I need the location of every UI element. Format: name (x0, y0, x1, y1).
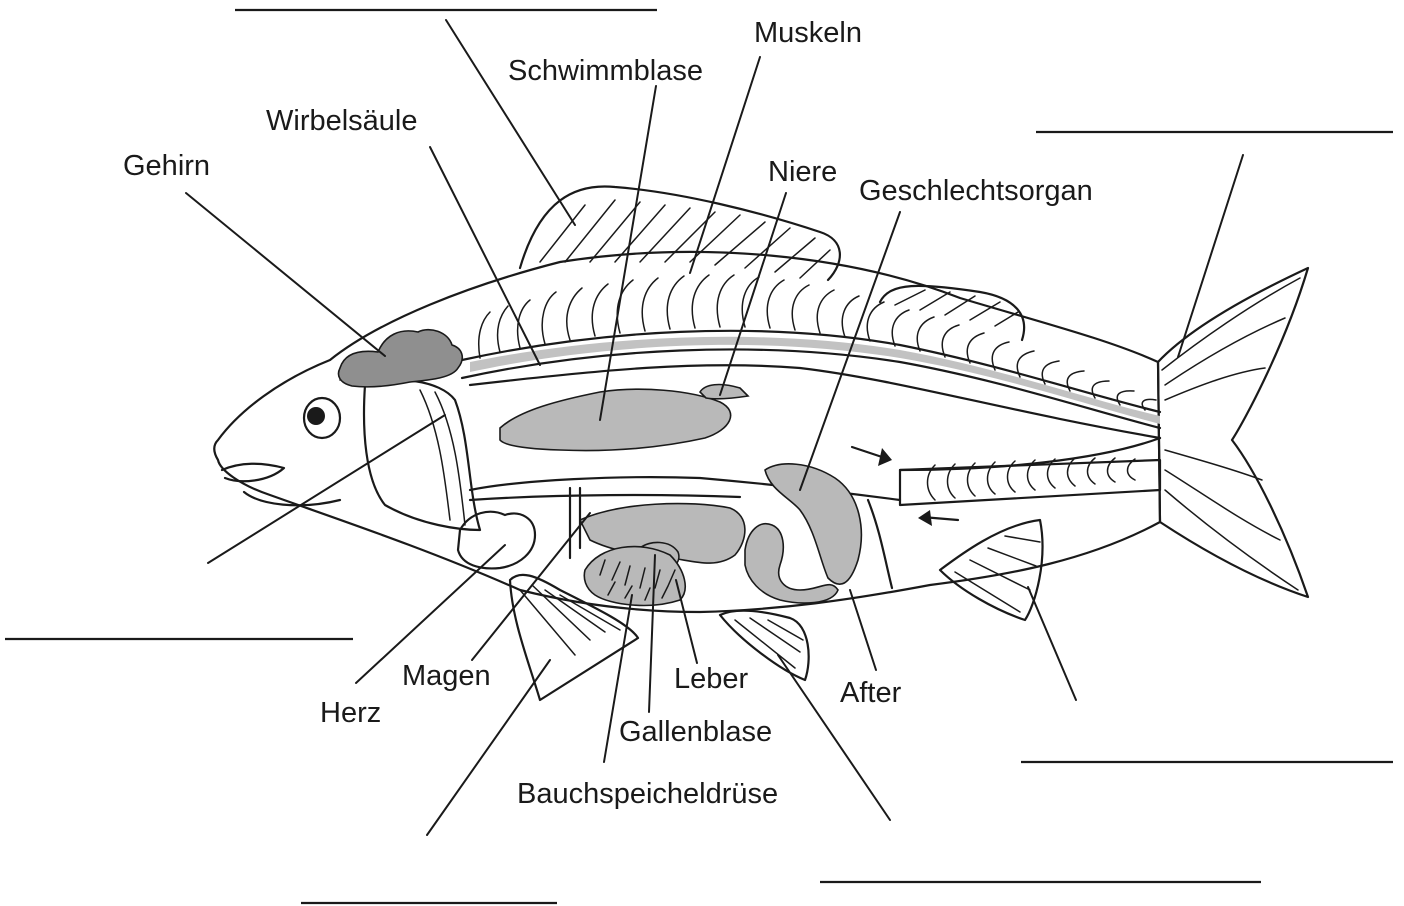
label-herz: Herz (320, 697, 381, 729)
blank-answer-lines (5, 10, 1393, 903)
label-geschlechtsorgan: Geschlechtsorgan (859, 175, 1093, 207)
kidney (700, 385, 748, 399)
dorsal-fin-front (520, 186, 840, 280)
tail-fin (1158, 268, 1308, 597)
heart (458, 512, 535, 569)
label-wirbelsaeule: Wirbelsäule (266, 105, 418, 137)
label-schwimmblase: Schwimmblase (508, 55, 703, 87)
brain (339, 330, 463, 387)
tail-vertebrae (900, 458, 1160, 505)
label-gallenblase: Gallenblase (619, 716, 772, 748)
mouth (222, 464, 284, 481)
label-after: After (840, 677, 902, 709)
swim-bladder (500, 389, 731, 450)
label-muskeln: Muskeln (754, 17, 862, 49)
label-niere: Niere (768, 156, 837, 188)
label-bauchspeicheldruese: Bauchspeicheldrüse (517, 778, 778, 810)
pancreas (584, 547, 685, 606)
eye (304, 398, 340, 438)
label-gehirn: Gehirn (123, 150, 210, 182)
label-magen: Magen (402, 660, 491, 692)
label-leber: Leber (674, 663, 749, 695)
